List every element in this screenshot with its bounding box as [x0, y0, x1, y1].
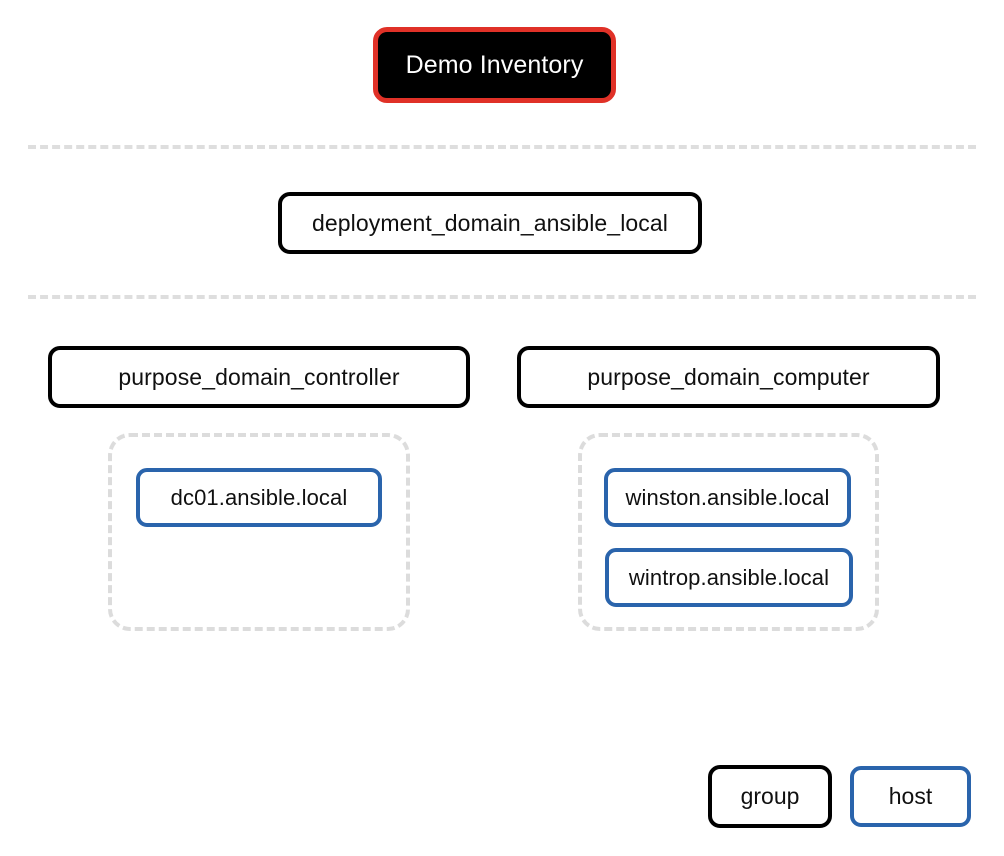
group-node-label: purpose_domain_controller: [118, 363, 400, 390]
host-node-label: wintrop.ansible.local: [628, 564, 830, 590]
host-node-label: winston.ansible.local: [625, 484, 830, 510]
host-node-wintrop-ansible-local[interactable]: wintrop.ansible.local: [605, 548, 853, 607]
host-node-winston-ansible-local[interactable]: winston.ansible.local: [604, 468, 851, 527]
host-node-dc01-ansible-local[interactable]: dc01.ansible.local: [136, 468, 382, 527]
legend-label-host: host: [888, 783, 933, 809]
legend-item-group: group: [708, 765, 832, 828]
host-cluster-purpose-domain-controller: [108, 433, 410, 631]
tier-separator-1: [28, 145, 976, 149]
legend-label-group: group: [740, 783, 800, 809]
group-node-purpose-domain-controller[interactable]: purpose_domain_controller: [48, 346, 470, 408]
legend-item-host: host: [850, 766, 971, 827]
group-node-deployment-domain-ansible-local[interactable]: deployment_domain_ansible_local: [278, 192, 702, 254]
host-cluster-purpose-domain-computer: [578, 433, 879, 631]
host-node-label: dc01.ansible.local: [170, 484, 348, 510]
group-node-label: purpose_domain_computer: [587, 363, 870, 390]
group-node-purpose-domain-computer[interactable]: purpose_domain_computer: [517, 346, 940, 408]
inventory-root-label: Demo Inventory: [405, 50, 584, 79]
inventory-root-node[interactable]: Demo Inventory: [373, 27, 616, 103]
tier-separator-2: [28, 295, 976, 299]
group-node-label: deployment_domain_ansible_local: [311, 209, 668, 236]
